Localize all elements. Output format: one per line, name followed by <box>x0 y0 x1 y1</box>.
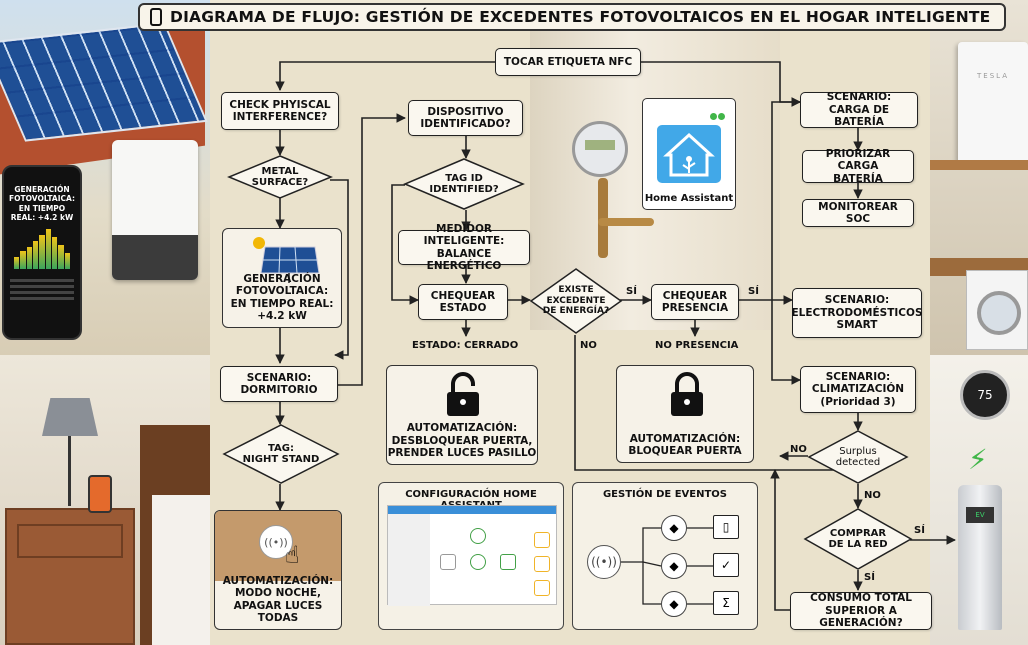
ha-config-screen <box>387 505 557 606</box>
unlock-text: AUTOMATIZACIÓN: DESBLOQUEAR PUERTA, PREN… <box>387 422 537 460</box>
decision-tag-night: TAG: NIGHT STAND <box>222 424 340 484</box>
label-no-surplus-down: NO <box>864 490 881 501</box>
label-yes-grid: SÍ <box>914 525 925 536</box>
decision-buy-grid: COMPRAR DE LA RED <box>803 508 913 570</box>
calendar-icon: ✓ <box>713 553 739 577</box>
phone-chart <box>14 228 70 269</box>
thermostat: 75 <box>960 370 1010 420</box>
sum-icon: Σ <box>713 591 739 615</box>
night-mode-text: AUTOMATIZACIÓN: MODO NOCHE, APAGAR LUCES… <box>222 574 334 625</box>
decision-surplus: Surplus detected <box>807 430 909 484</box>
node-check-state: CHEQUEAR ESTADO <box>418 284 508 320</box>
card-pv-generation: GENERACIÓN FOTOVOLTAICA: EN TIEMPO REAL:… <box>222 228 342 328</box>
node-prioritize-battery: PRIORIZAR CARGA BATERÍA <box>802 148 914 185</box>
node-scenario-battery: SCENARIO: CARGA DE BATERÍA <box>800 91 918 128</box>
bedside-phone <box>88 475 112 513</box>
panel-events-title: GESTIÓN DE EVENTOS <box>602 489 728 500</box>
label-no-excess: NO <box>580 340 597 351</box>
card-night-mode: ((•)) ☝ AUTOMATIZACIÓN: MODO NOCHE, APAG… <box>214 510 342 630</box>
home-battery: TESLA <box>958 42 1028 164</box>
label-no-presence: NO PRESENCIA <box>655 340 739 351</box>
panel-ha-config: CONFIGURACIÓN HOME ASSISTANT <box>378 482 564 630</box>
lamp-pole <box>68 436 71 506</box>
thermostat-value: 75 <box>977 388 993 402</box>
decision-excess: EXISTE EXCEDENTE DE ENERGÍA? <box>529 268 623 334</box>
node-scenario-bedroom: SCENARIO: DORMITORIO <box>220 366 338 402</box>
label-yes-excess: SÍ <box>626 286 637 297</box>
ev-charger: EV <box>958 485 1002 630</box>
events-connectors <box>621 527 713 605</box>
tag-icon: ◆ <box>661 553 687 579</box>
ev-charger-screen: EV <box>966 507 994 523</box>
nfc-icon: ((•)) <box>587 545 621 579</box>
node-monitor-soc: MONITOREAR SOC <box>802 199 914 227</box>
shelf <box>930 160 1028 170</box>
home-assistant-card: Home Assistant <box>642 98 736 210</box>
hand-tap-icon: ☝ <box>285 541 300 569</box>
home-assistant-icon <box>657 125 721 183</box>
tag-icon: ◆ <box>661 515 687 541</box>
node-scenario-appliances: SCENARIO: ELECTRODOMÉSTICOS SMART <box>792 288 923 338</box>
bed <box>140 425 210 645</box>
label-state-closed: ESTADO: CERRADO <box>412 340 519 351</box>
phone: GENERACIÓN FOTOVOLTAICA: EN TIEMPO REAL:… <box>2 165 82 340</box>
nfc-icon: ((•)) <box>259 525 293 559</box>
door-icon: ▯ <box>713 515 739 539</box>
inverter <box>112 140 198 280</box>
lamp <box>42 398 98 436</box>
node-scenario-climate: SCENARIO: CLIMATIZACIÓN (Prioridad 3) <box>800 366 916 413</box>
washing-machine <box>966 270 1028 350</box>
lock-text: AUTOMATIZACIÓN: BLOQUEAR PUERTA <box>628 432 742 458</box>
label-yes-grid-down: SÍ <box>864 572 875 583</box>
node-check-presence: CHEQUEAR PRESENCIA <box>651 284 739 320</box>
node-smart-meter: MEDIDOR INTELIGENTE: BALANCE ENERGÉTICO <box>398 223 530 272</box>
lock-open-icon <box>447 372 479 416</box>
node-start: TOCAR ETIQUETA NFC <box>495 48 641 76</box>
smart-meter-device <box>572 121 628 177</box>
nightstand <box>5 508 135 645</box>
pv-generation-text: GENERACIÓN FOTOVOLTAICA: EN TIEMPO REAL:… <box>230 272 334 323</box>
lightning-icon: ⚡ <box>968 443 988 476</box>
door-lever <box>598 218 654 226</box>
label-no-surplus: NO <box>790 444 807 455</box>
node-device-identified: DISPOSITIVO IDENTIFICADO? <box>408 100 523 136</box>
phone-generation-text: GENERACIÓN FOTOVOLTAICA: EN TIEMPO REAL:… <box>9 185 75 223</box>
lock-closed-icon <box>671 372 703 416</box>
card-lock: AUTOMATIZACIÓN: BLOQUEAR PUERTA <box>616 365 754 463</box>
decision-tag-identified: TAG ID IDENTIFIED? <box>403 158 525 210</box>
battery-brand: TESLA <box>977 72 1009 80</box>
title-bar: DIAGRAMA DE FLUJO: GESTIÓN DE EXCEDENTES… <box>138 3 1006 31</box>
node-total-consumption: CONSUMO TOTAL SUPERIOR A GENERACIÓN? <box>790 592 932 630</box>
node-check-physical: CHECK PHYISCAL INTERFERENCE? <box>221 92 339 130</box>
decision-metal-surface: METAL SURFACE? <box>227 155 333 199</box>
panel-events: GESTIÓN DE EVENTOS ((•)) ◆ ◆ ◆ ▯ ✓ Σ <box>572 482 758 630</box>
phone-icon <box>150 8 162 26</box>
tag-icon: ◆ <box>661 591 687 617</box>
card-unlock: AUTOMATIZACIÓN: DESBLOQUEAR PUERTA, PREN… <box>386 365 538 465</box>
page-title: DIAGRAMA DE FLUJO: GESTIÓN DE EXCEDENTES… <box>170 8 991 26</box>
home-assistant-label: Home Assistant <box>644 193 734 204</box>
solar-panel-icon <box>253 237 320 283</box>
label-yes-presence: SÍ <box>748 286 759 297</box>
